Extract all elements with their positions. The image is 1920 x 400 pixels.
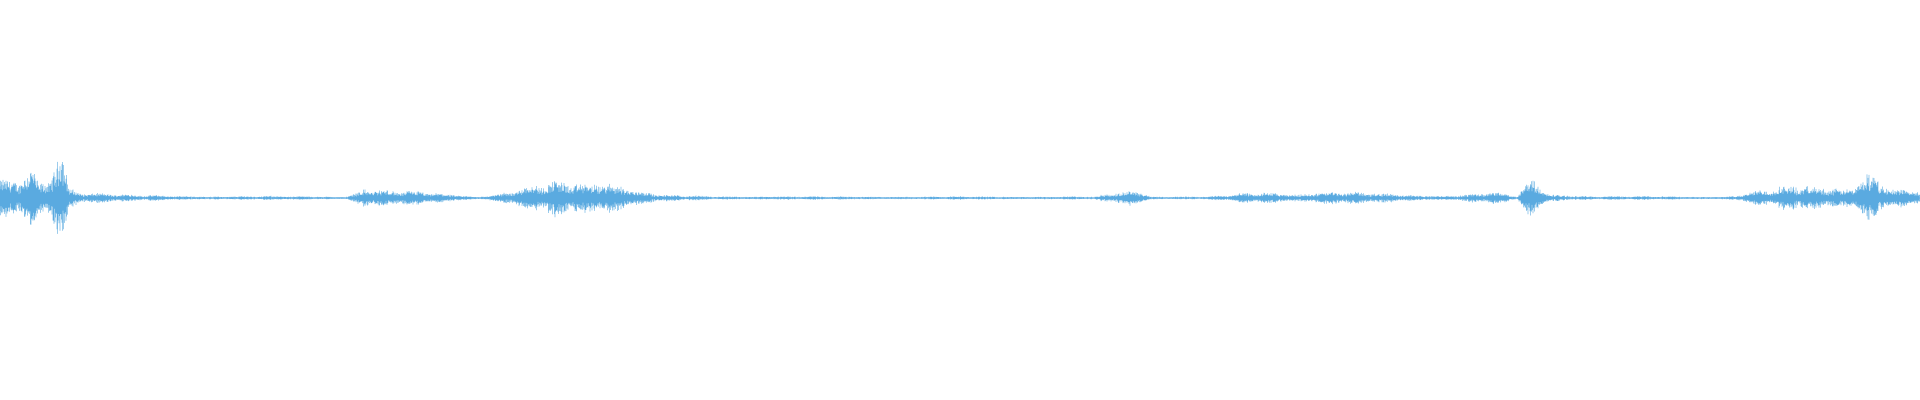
waveform-trace <box>0 161 1920 234</box>
waveform-samples <box>0 161 1920 234</box>
